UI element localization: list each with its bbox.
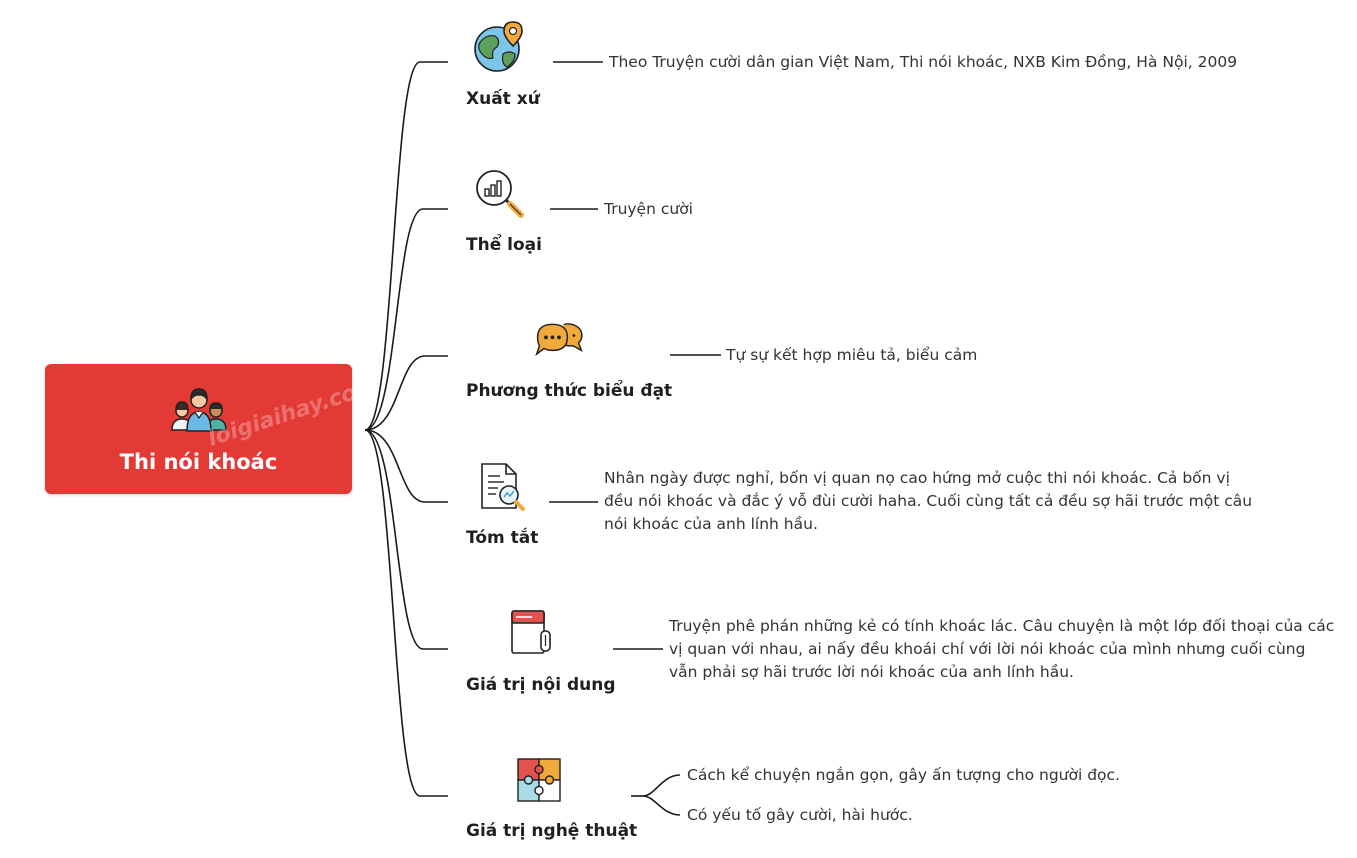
connector-the-loai — [364, 208, 448, 431]
branch-detail-phuong-thuc: Tự sự kết hợp miêu tả, biểu cảm — [726, 346, 978, 364]
branch-label-xuat-xu: Xuất xứ — [466, 89, 540, 109]
branch-detail-the-loai: Truyện cười — [604, 200, 693, 218]
branch-label-gia-tri-noi-dung: Giá trị nội dung — [466, 675, 616, 695]
branch-detail-tom-tat: Nhân ngày được nghỉ, bốn vị quan nọ cao … — [604, 469, 1253, 533]
people-group-icon — [171, 388, 227, 432]
document-chart-icon — [481, 463, 525, 511]
branch-label-tom-tat: Tóm tắt — [466, 528, 539, 548]
branch-detail-xuat-xu: Theo Truyện cười dân gian Việt Nam, Thi … — [609, 53, 1238, 71]
detail-fork-top — [642, 774, 681, 797]
notebook-icon — [511, 610, 551, 654]
branch-detail-nghe-thuat-1: Cách kể chuyện ngắn gọn, gây ấn tượng ch… — [687, 766, 1120, 784]
connector-tom-tat — [364, 429, 448, 503]
central-topic[interactable]: loigiaihay.com Thi nói khoác — [45, 364, 382, 494]
branch-label-the-loai: Thể loại — [466, 235, 542, 255]
branch-label-gia-tri-nghe-thuat: Giá trị nghệ thuật — [466, 821, 638, 841]
connector-gia-tri-nghe-thuat — [364, 429, 448, 797]
detail-fork-bottom — [642, 795, 681, 816]
chat-bubbles-icon — [535, 323, 583, 357]
puzzle-icon — [517, 758, 561, 802]
connector-phuong-thuc — [364, 355, 448, 431]
central-title: Thi nói khoác — [119, 450, 278, 474]
globe-location-icon — [474, 21, 523, 72]
chart-magnifier-icon — [476, 170, 524, 218]
branch-label-phuong-thuc: Phương thức biểu đạt — [466, 381, 673, 401]
connector-xuat-xu — [364, 61, 448, 431]
connector-gia-tri-noi-dung — [364, 429, 448, 650]
branch-detail-gia-tri-noi-dung: Truyện phê phán những kẻ có tính khoác l… — [669, 617, 1335, 681]
branch-detail-nghe-thuat-2: Có yếu tố gây cười, hài hước. — [687, 806, 913, 824]
